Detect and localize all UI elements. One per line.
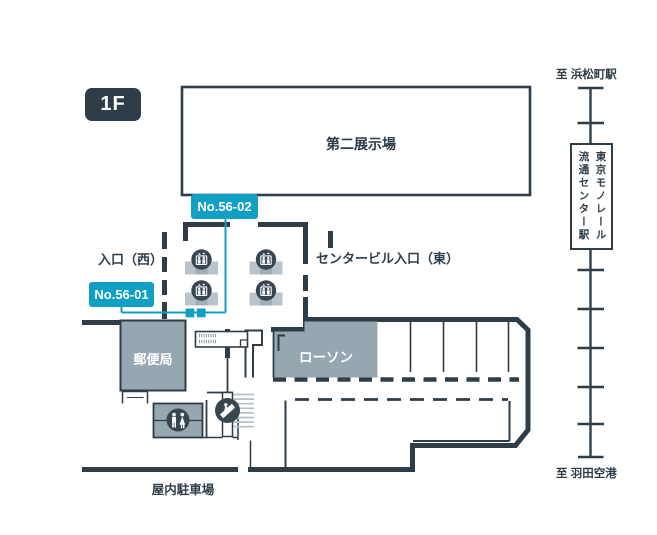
indoor-parking-label: 屋内駐車場 (151, 483, 215, 497)
booth-connector (120, 218, 227, 318)
convenience-store-block (272, 321, 378, 378)
station-name-line1: 東京モノレール (594, 151, 607, 242)
interior-walls (121, 322, 511, 469)
exhibition-hall-label: 第二展示場 (326, 136, 396, 152)
elevator-icon (184, 279, 219, 307)
exhibition-hall-outline (180, 85, 532, 197)
elevator-icon (248, 248, 284, 276)
elevator-bank (184, 248, 284, 307)
booth-label-56-01: No.56-01 (89, 282, 154, 307)
outer-walls (82, 317, 531, 472)
convenience-store-label: ローソン (299, 350, 353, 365)
elevator-icon (248, 279, 284, 307)
floor-badge: 1F (85, 88, 141, 121)
to-haneda-label: 至 羽田空港 (556, 468, 617, 480)
restroom-icon (166, 408, 190, 432)
entrance-west-label: 入口（西） (98, 252, 164, 267)
stairs-icon (194, 330, 249, 348)
escalator-icon (215, 391, 240, 438)
to-hamamatsucho-label: 至 浜松町駅 (556, 69, 617, 81)
booth-label-56-02: No.56-02 (191, 194, 258, 219)
monorail-station-box: 東京モノレール 流通センター駅 (570, 143, 613, 250)
station-name-line2: 流通センター駅 (577, 151, 590, 242)
station-name: 東京モノレール 流通センター駅 (575, 151, 609, 242)
post-office-label: 郵便局 (133, 352, 173, 367)
post-office-block (119, 319, 187, 392)
booth-marker (185, 308, 195, 318)
entrance-east-label: センタービル入口（東） (316, 251, 460, 266)
elevator-icon (184, 248, 219, 276)
booth-marker (196, 308, 206, 318)
